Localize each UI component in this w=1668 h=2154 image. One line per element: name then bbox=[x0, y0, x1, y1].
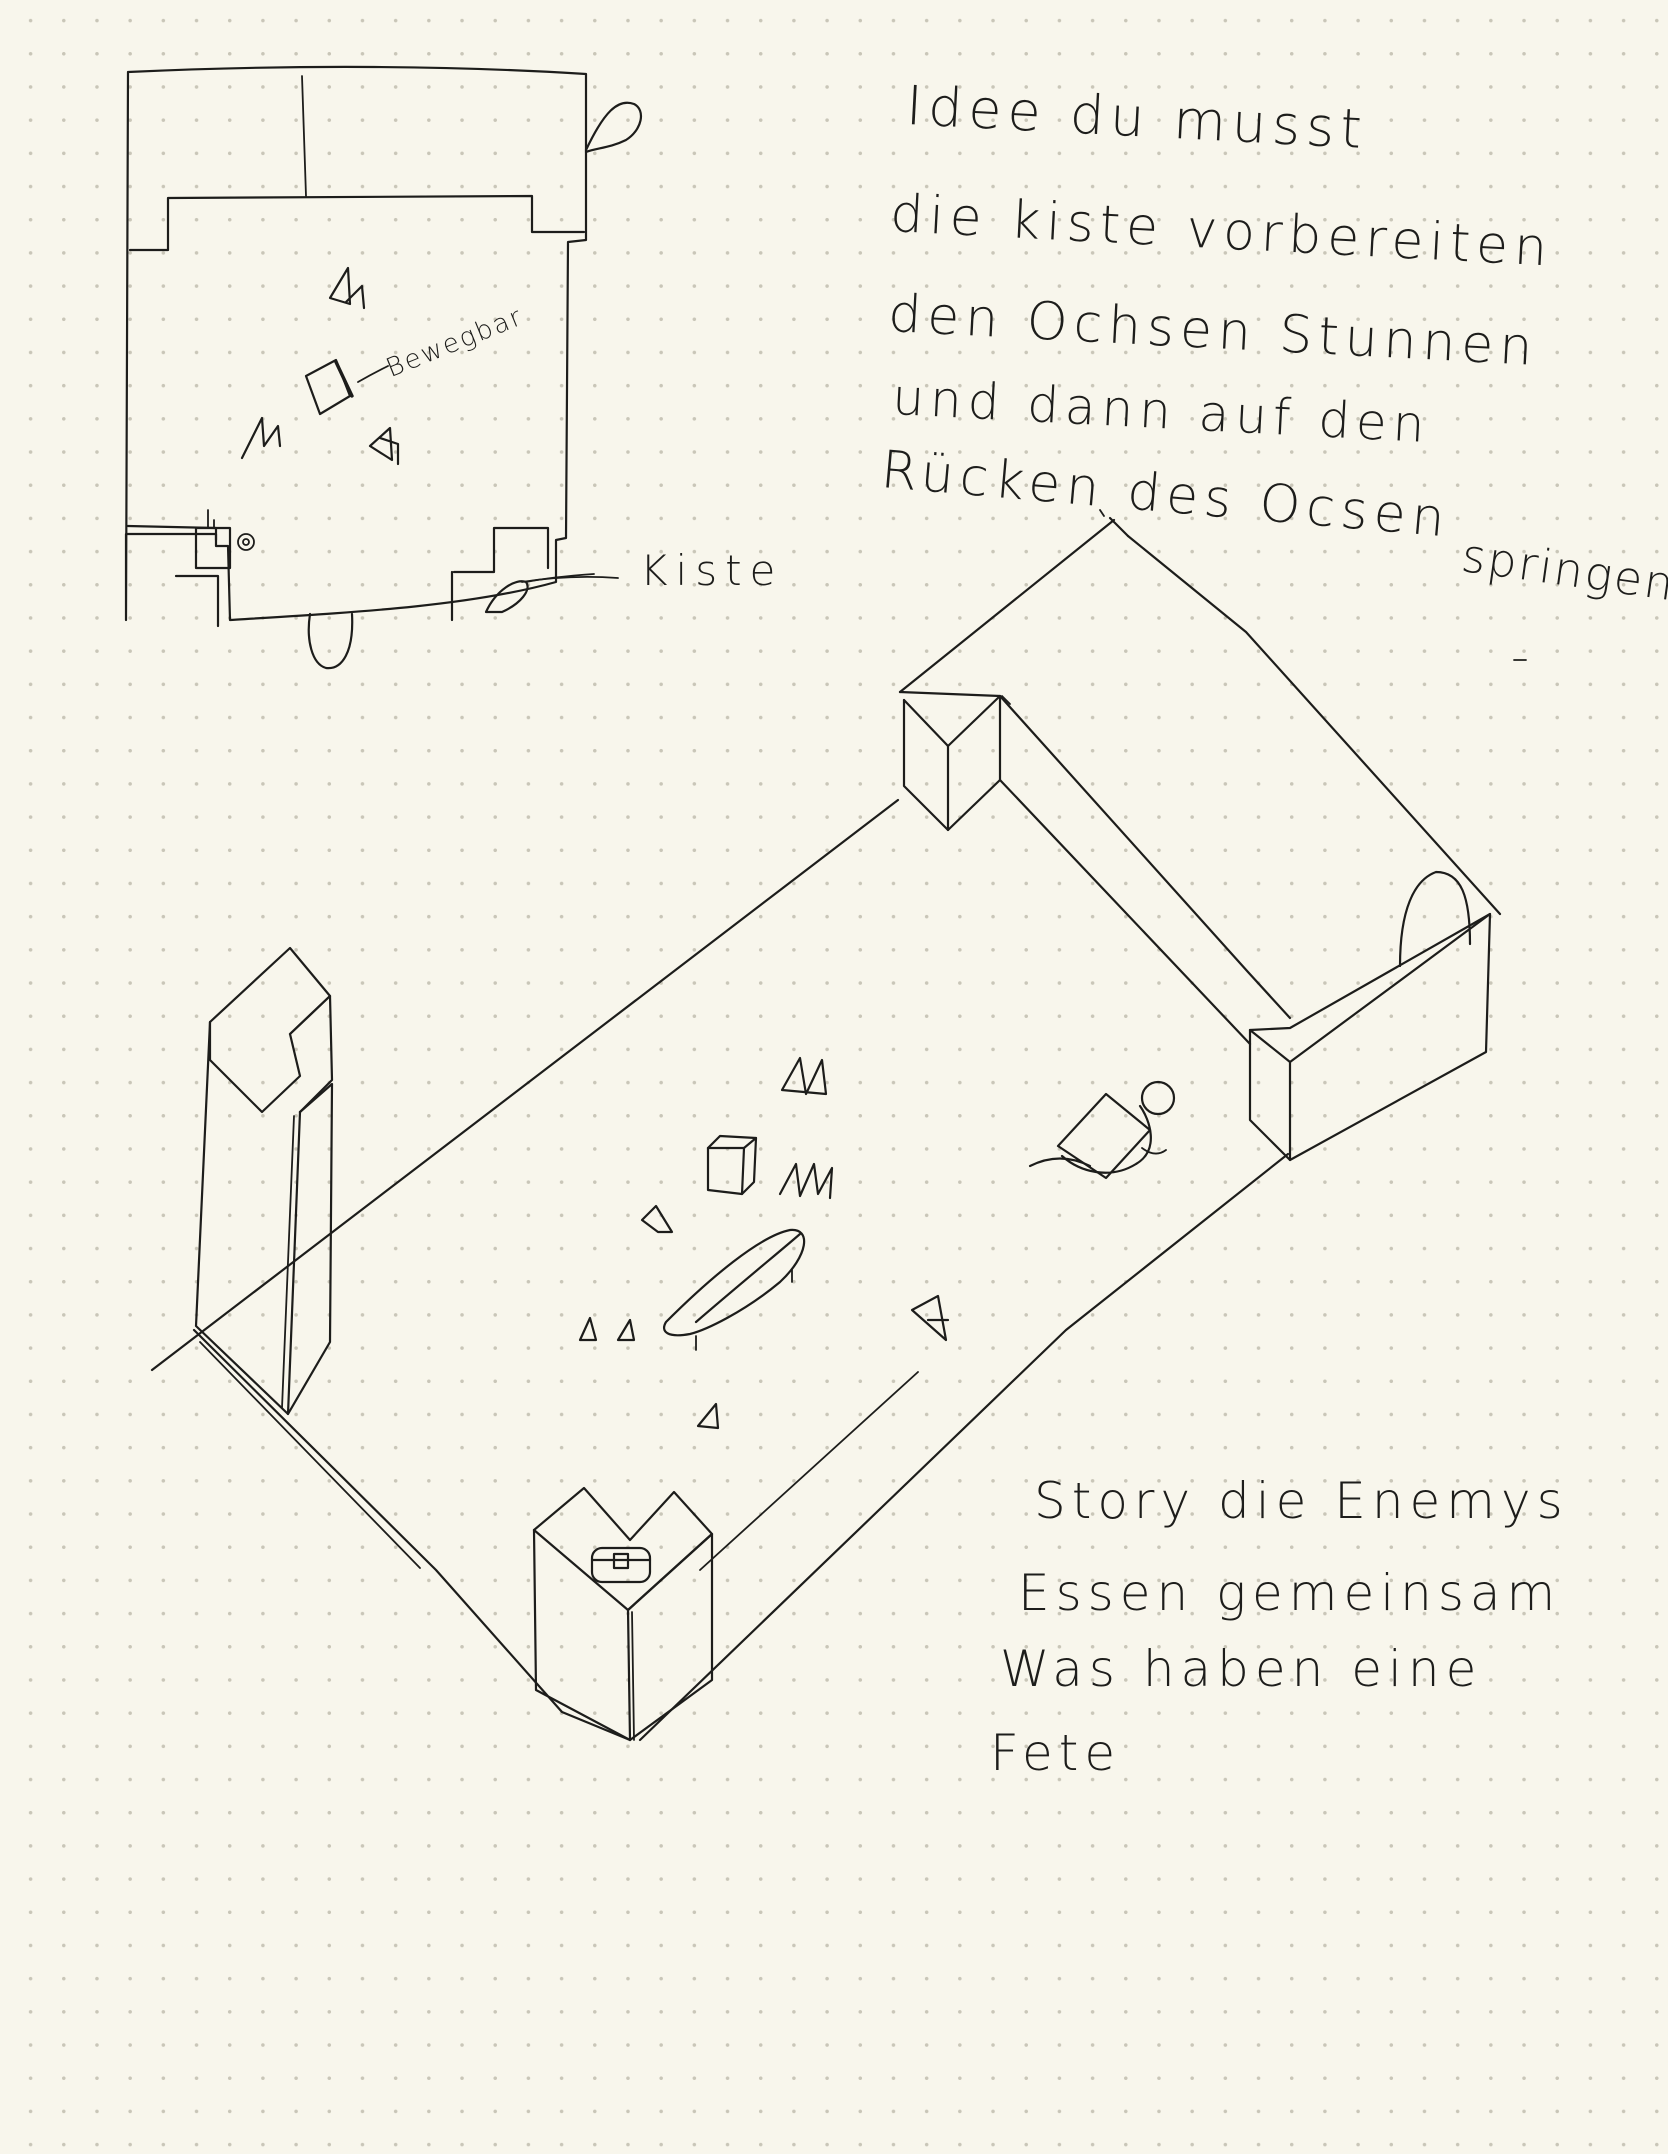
iso-movable-box-icon bbox=[706, 1134, 758, 1196]
kiste-leader-line bbox=[521, 575, 619, 583]
story-note-line-3: Was haben eine bbox=[1000, 1640, 1483, 1698]
story-note-line-4: Fete bbox=[990, 1724, 1122, 1782]
story-note-line-2: Essen gemeinsam bbox=[1018, 1564, 1562, 1622]
story-note-line-1: Story die Enemys bbox=[1034, 1472, 1569, 1530]
iso-ox-enemy-icon bbox=[1028, 1080, 1176, 1180]
floorplan-bottom-left-block bbox=[126, 524, 220, 628]
iso-right-wall-with-arch bbox=[1248, 870, 1492, 1162]
chest-icon bbox=[194, 509, 255, 570]
iso-floor-left-edge-double bbox=[199, 1341, 421, 1569]
iso-stray-marks bbox=[1099, 509, 1527, 661]
iso-log-icon bbox=[663, 1228, 806, 1351]
floorplan-divider-line bbox=[301, 75, 307, 197]
iso-back-wall bbox=[898, 516, 1292, 1046]
floorplan-bottom-arch bbox=[307, 612, 354, 670]
top-view-floorplan bbox=[124, 65, 643, 670]
iso-left-pillar bbox=[194, 946, 334, 1416]
floorplan-bottom-right-block bbox=[450, 526, 550, 622]
iso-treasure-chest-icon bbox=[590, 1546, 652, 1584]
iso-floor-bottom-edge bbox=[638, 1152, 1290, 1742]
iso-floor-left-edge bbox=[192, 1328, 632, 1742]
floorplan-outline bbox=[124, 65, 588, 622]
iso-front-pillar bbox=[532, 1486, 714, 1742]
floorplan-top-alcove bbox=[128, 194, 586, 252]
iso-floor-right-edge bbox=[1126, 534, 1502, 916]
floorplan-handle-top-right bbox=[584, 101, 643, 154]
enemy-triangle-icons bbox=[240, 266, 400, 466]
iso-floor-top-edge bbox=[150, 798, 900, 1372]
iso-floor-bottom-edge-double bbox=[699, 1371, 919, 1571]
isometric-level-sketch bbox=[150, 509, 1527, 1742]
movable-box-icon bbox=[304, 358, 389, 416]
iso-enemy-triangle-icons bbox=[578, 1056, 950, 1430]
label-kiste: Kiste bbox=[640, 546, 784, 595]
